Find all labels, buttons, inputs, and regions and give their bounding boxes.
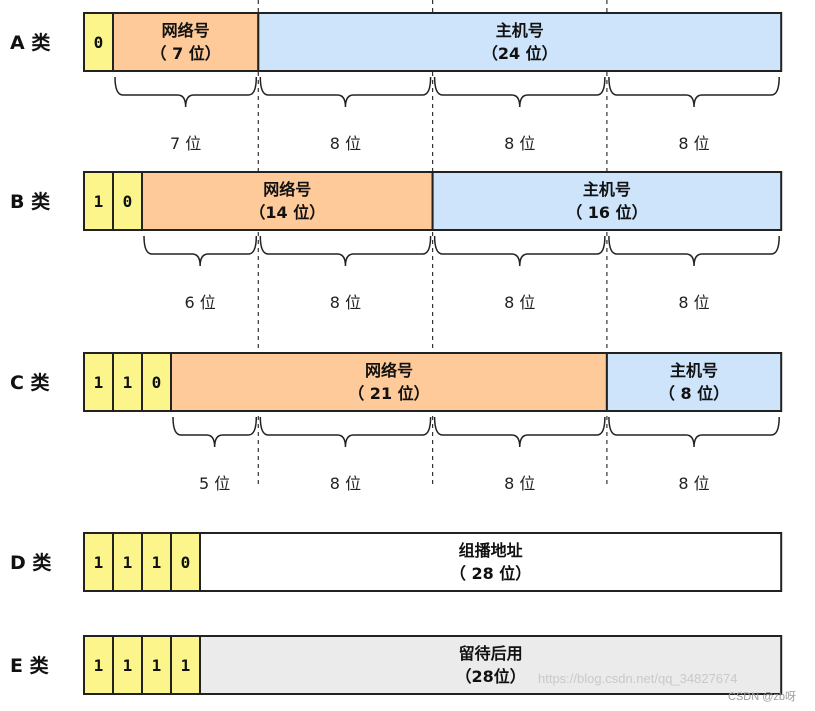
- span-bit-count: 7 位: [170, 134, 201, 153]
- network-field-width: （ 7 位）: [151, 44, 221, 63]
- network-field-name: 网络号: [263, 180, 311, 199]
- prefix-bit-value: 1: [123, 656, 133, 675]
- span-brace: [259, 416, 432, 448]
- network-field: [112, 12, 260, 72]
- watermark-url: https://blog.csdn.net/qq_34827674: [538, 671, 738, 686]
- host-field: [431, 171, 783, 231]
- span-bit-count: 5 位: [199, 474, 230, 493]
- span-bit-count: 8 位: [330, 474, 361, 493]
- reserved-field: [199, 635, 783, 695]
- network-field-name: 网络号: [365, 361, 413, 380]
- span-brace: [433, 235, 606, 267]
- network-field: [141, 171, 434, 231]
- prefix-bit-value: 1: [123, 373, 133, 392]
- reserved-field-width: （28位）: [455, 667, 525, 686]
- span-brace: [608, 235, 780, 267]
- span-bit-count: 8 位: [330, 293, 361, 312]
- multicast-field: [199, 532, 783, 592]
- network-field-width: （ 21 位）: [348, 384, 429, 403]
- span-bit-count: 8 位: [330, 134, 361, 153]
- prefix-bit-cell: [112, 532, 143, 592]
- class-label: E 类: [10, 654, 49, 677]
- multicast-field-width: （ 28 位）: [450, 564, 531, 583]
- span-brace: [433, 76, 606, 108]
- prefix-bit-value: 0: [181, 553, 191, 572]
- host-field-name: 主机号: [496, 21, 544, 40]
- network-field: [170, 352, 608, 412]
- class-label: A 类: [10, 31, 50, 54]
- host-field-name: 主机号: [670, 361, 718, 380]
- span-bit-count: 8 位: [678, 474, 709, 493]
- host-field-width: （ 16 位）: [566, 203, 647, 222]
- span-brace: [114, 76, 258, 108]
- prefix-bit-value: 1: [94, 553, 104, 572]
- span-brace: [608, 416, 780, 448]
- span-bit-count: 8 位: [504, 474, 535, 493]
- span-bit-count: 8 位: [678, 134, 709, 153]
- span-brace: [433, 416, 606, 448]
- octet-boundary-guides: [257, 0, 608, 488]
- span-brace: [172, 416, 258, 448]
- reserved-field-name: 留待后用: [459, 644, 523, 663]
- span-brace: [143, 235, 258, 267]
- prefix-bit-value: 0: [94, 33, 104, 52]
- span-bit-count: 8 位: [504, 293, 535, 312]
- prefix-bit-value: 1: [94, 373, 104, 392]
- prefix-bit-value: 1: [94, 656, 104, 675]
- watermark-corner: CSDN @zb呀: [728, 690, 796, 703]
- prefix-bit-cell: [141, 532, 172, 592]
- prefix-bit-value: 1: [94, 192, 104, 211]
- class-label: C 类: [10, 371, 50, 394]
- span-bit-count: 8 位: [678, 293, 709, 312]
- network-field-width: （14 位）: [249, 203, 325, 222]
- multicast-field-name: 组播地址: [459, 541, 523, 560]
- prefix-bit-cell: [170, 635, 201, 695]
- prefix-bit-value: 1: [152, 553, 162, 572]
- prefix-bit-cell: [83, 635, 114, 695]
- prefix-bit-cell: [170, 532, 201, 592]
- host-field: [257, 12, 783, 72]
- prefix-bit-value: 1: [152, 656, 162, 675]
- span-brace: [259, 235, 432, 267]
- prefix-bit-cell: [112, 635, 143, 695]
- host-field-name: 主机号: [583, 180, 631, 199]
- host-field-width: （ 8 位）: [659, 384, 729, 403]
- span-bit-count: 6 位: [185, 293, 216, 312]
- prefix-bit-value: 1: [181, 656, 191, 675]
- prefix-bit-value: 0: [123, 192, 133, 211]
- span-brace: [259, 76, 432, 108]
- prefix-bit-value: 0: [152, 373, 162, 392]
- host-field: [605, 352, 783, 412]
- host-field-width: （24 位）: [482, 44, 558, 63]
- address-class-row: A 类 0 网络号 （ 7 位） 主机号 （24 位） 7 位 8 位 8 位 8 位: [10, 12, 783, 153]
- class-label: D 类: [10, 551, 51, 574]
- class-label: B 类: [10, 190, 50, 213]
- span-bit-count: 8 位: [504, 134, 535, 153]
- span-brace: [608, 76, 780, 108]
- prefix-bit-cell: [141, 635, 172, 695]
- prefix-bit-value: 1: [123, 553, 133, 572]
- network-field-name: 网络号: [162, 21, 210, 40]
